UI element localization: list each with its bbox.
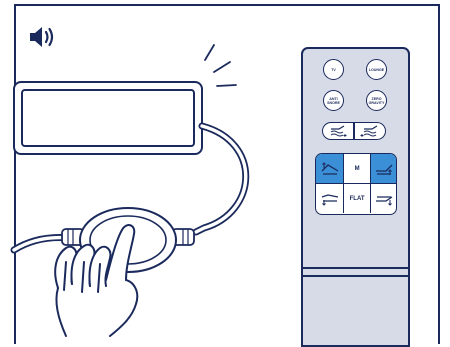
position-keypad: M FLAT xyxy=(315,153,397,215)
control-box-panel xyxy=(22,90,194,146)
massage-head-icon xyxy=(323,123,353,138)
massage-head-button[interactable] xyxy=(322,122,354,140)
tv-button-label: TV xyxy=(331,68,336,72)
lounge-button-label: LOUNGE xyxy=(369,68,384,72)
memory-button[interactable]: M xyxy=(343,154,370,183)
foot-down-icon xyxy=(373,191,395,207)
wired-controller-illustration xyxy=(0,0,300,339)
remote-divider-lower xyxy=(301,275,410,277)
massage-foot-button[interactable] xyxy=(354,122,386,140)
flat-button[interactable]: FLAT xyxy=(343,183,370,212)
head-up-button[interactable] xyxy=(316,154,343,183)
tv-button[interactable]: TV xyxy=(323,59,344,80)
massage-foot-icon xyxy=(355,123,385,138)
flat-button-label: FLAT xyxy=(350,196,365,202)
foot-down-button[interactable] xyxy=(371,183,397,212)
remote-divider xyxy=(301,267,410,269)
foot-up-button[interactable] xyxy=(371,154,397,183)
head-down-button[interactable] xyxy=(316,183,343,212)
foot-up-icon xyxy=(373,161,395,177)
lounge-button[interactable]: LOUNGE xyxy=(366,59,387,80)
memory-button-label: M xyxy=(355,166,360,172)
head-up-icon xyxy=(319,161,341,177)
head-down-icon xyxy=(319,191,341,207)
signal-lines-icon xyxy=(205,45,236,86)
